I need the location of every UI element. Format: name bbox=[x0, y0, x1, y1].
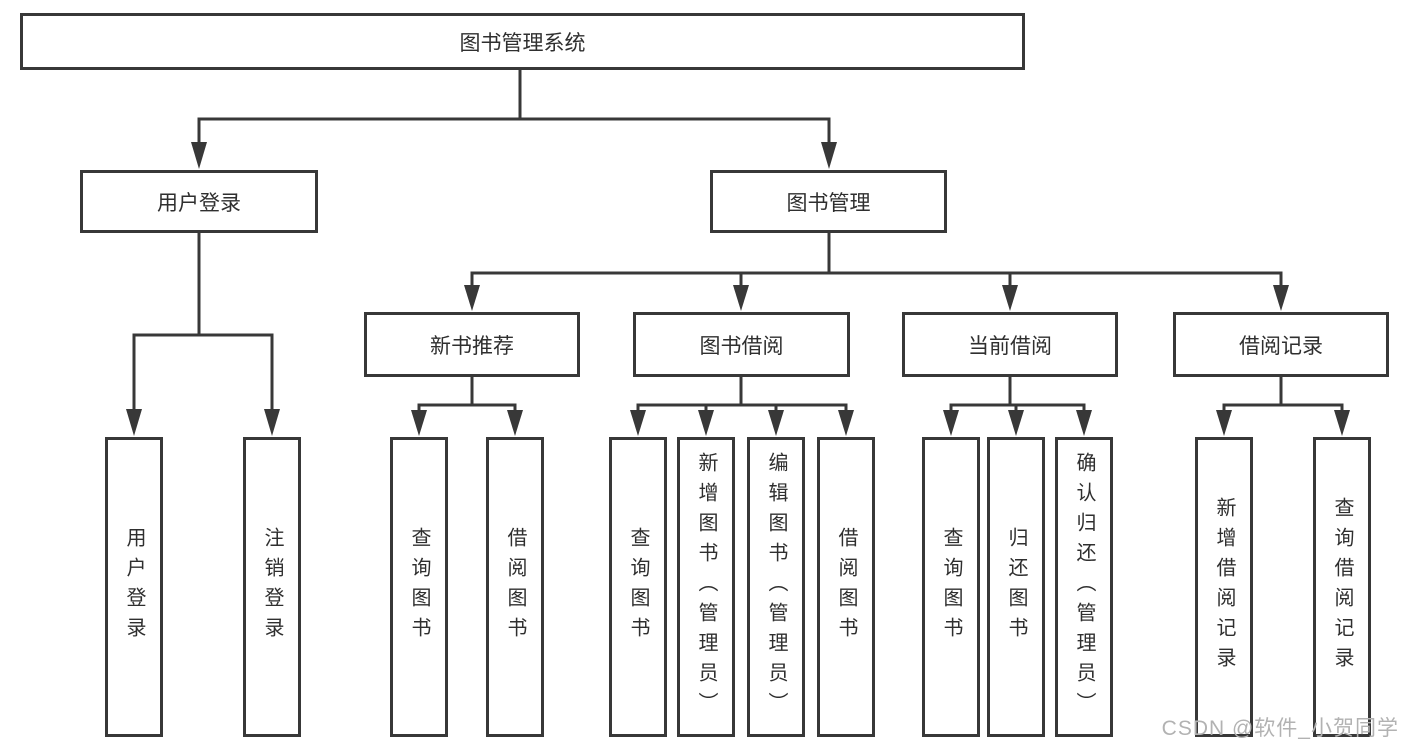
connector-root-to-level2 bbox=[191, 68, 837, 169]
leaf-confirm-return-admin: 确认归还（管理员） bbox=[1055, 437, 1113, 737]
leaf-borrow-books: 借阅图书 bbox=[817, 437, 875, 737]
node-label: 借阅图书 bbox=[504, 527, 526, 647]
node-current-borrow: 当前借阅 bbox=[902, 312, 1118, 377]
leaf-add-books-admin: 新增图书（管理员） bbox=[677, 437, 735, 737]
leaf-edit-books-admin: 编辑图书（管理员） bbox=[747, 437, 805, 737]
leaf-query-books-borrow: 查询图书 bbox=[609, 437, 667, 737]
node-label: 新增借阅记录 bbox=[1213, 497, 1235, 677]
leaf-user-login: 用户登录 bbox=[105, 437, 163, 737]
node-label: 查询借阅记录 bbox=[1331, 497, 1353, 677]
node-label: 当前借阅 bbox=[968, 334, 1052, 358]
node-label: 新增图书（管理员） bbox=[695, 452, 717, 722]
node-label: 新书推荐 bbox=[430, 334, 514, 358]
node-label: 归还图书 bbox=[1005, 527, 1027, 647]
node-label: 借阅图书 bbox=[835, 527, 857, 647]
connector-borrow-records-to-leaves bbox=[1216, 375, 1350, 436]
node-user-login: 用户登录 bbox=[80, 170, 318, 233]
node-label: 查询图书 bbox=[940, 527, 962, 647]
node-label: 查询图书 bbox=[408, 527, 430, 647]
node-label: 编辑图书（管理员） bbox=[765, 452, 787, 722]
leaf-return-books: 归还图书 bbox=[987, 437, 1045, 737]
leaf-query-borrow-record: 查询借阅记录 bbox=[1313, 437, 1371, 737]
node-label: 确认归还（管理员） bbox=[1073, 452, 1095, 722]
connector-current-borrow-to-leaves bbox=[943, 375, 1092, 436]
node-book-management: 图书管理 bbox=[710, 170, 947, 233]
node-new-book-recommend: 新书推荐 bbox=[364, 312, 580, 377]
leaf-query-books-current: 查询图书 bbox=[922, 437, 980, 737]
node-label: 用户登录 bbox=[157, 191, 241, 215]
leaf-add-borrow-record: 新增借阅记录 bbox=[1195, 437, 1253, 737]
node-label: 用户登录 bbox=[123, 527, 145, 647]
node-label: 图书管理系统 bbox=[459, 31, 586, 55]
node-label: 查询图书 bbox=[627, 527, 649, 647]
leaf-query-books-recommend: 查询图书 bbox=[390, 437, 448, 737]
node-label: 注销登录 bbox=[261, 527, 283, 647]
node-label: 图书管理 bbox=[786, 191, 871, 215]
node-label: 借阅记录 bbox=[1239, 334, 1323, 358]
connector-book-management-to-level3 bbox=[464, 231, 1289, 311]
node-borrow-records: 借阅记录 bbox=[1173, 312, 1389, 377]
leaf-borrow-books-recommend: 借阅图书 bbox=[486, 437, 544, 737]
leaf-logout: 注销登录 bbox=[243, 437, 301, 737]
connector-book-borrow-to-leaves bbox=[630, 375, 854, 436]
node-book-borrow: 图书借阅 bbox=[633, 312, 850, 377]
node-library-management-system: 图书管理系统 bbox=[20, 13, 1025, 70]
connector-new-book-recommend-to-leaves bbox=[411, 375, 523, 436]
csdn-watermark: CSDN @软件_小贺同学 bbox=[1161, 717, 1399, 740]
node-label: 图书借阅 bbox=[699, 334, 784, 358]
connector-user-login-to-leaves bbox=[126, 231, 280, 436]
